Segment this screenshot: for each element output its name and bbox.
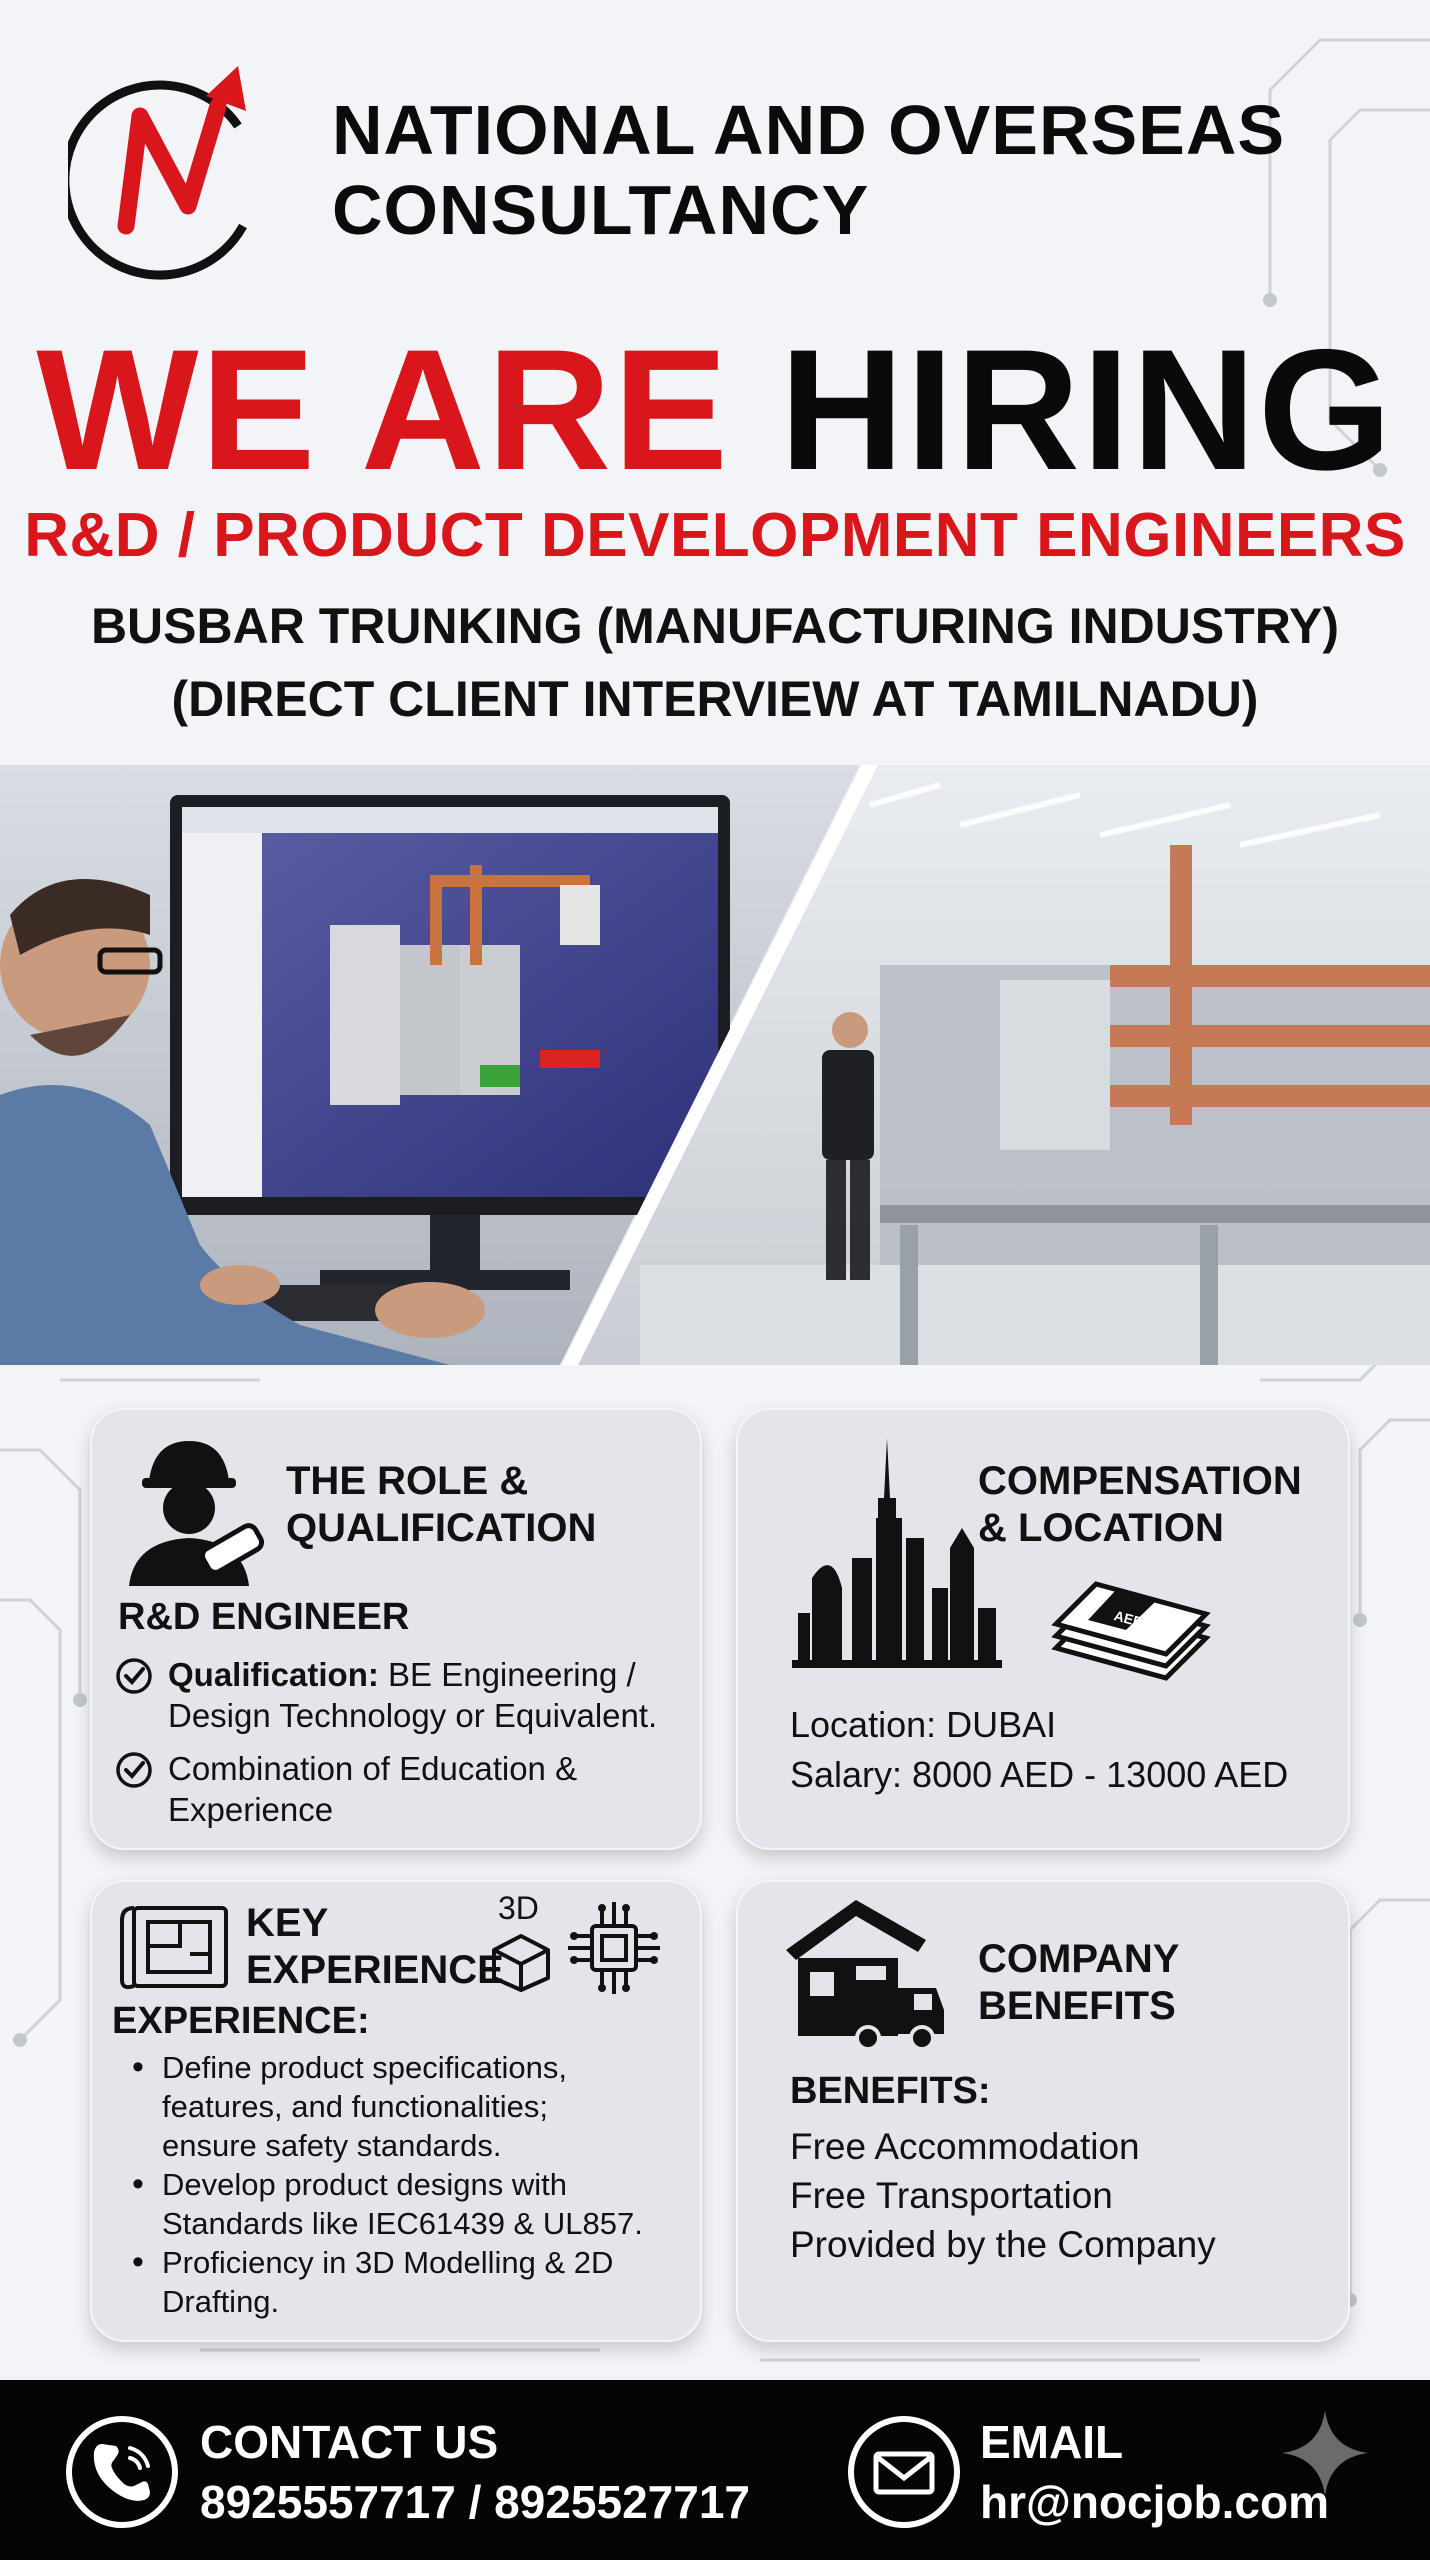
benefit-item: Free Transportation (790, 2175, 1113, 2216)
qualification-value-1: BE Engineering / (388, 1656, 636, 1693)
experience-list: Define product specifications, features,… (126, 2048, 682, 2321)
combination-item: Combination of Education & Experience (114, 1748, 577, 1830)
benefit-item: Provided by the Company (790, 2224, 1216, 2265)
experience-item-line: Define product specifications, (162, 2050, 567, 2085)
factory-engineer (822, 1012, 874, 1280)
qualification-label: Qualification: (168, 1656, 379, 1693)
role-card-title: THE ROLE & QUALIFICATION (286, 1458, 596, 1552)
headline-part2: HIRING (779, 314, 1394, 506)
role-card-title-line2: QUALIFICATION (286, 1506, 597, 1550)
headline-part1: WE ARE (36, 314, 730, 506)
location-text: Location: DUBAI (790, 1704, 1057, 1745)
benefits-list: Free Accommodation Free Transportation P… (790, 2122, 1216, 2269)
experience-heading: EXPERIENCE: (112, 2000, 370, 2042)
benefits-card-title-line1: COMPANY (978, 1937, 1180, 1981)
experience-item-line: Proficiency in 3D Modelling & 2D (162, 2245, 614, 2280)
sparkle-icon (1282, 2410, 1368, 2496)
experience-item-line: Drafting. (162, 2284, 280, 2319)
cash-icon: AED (1051, 1581, 1211, 1681)
salary-text: Salary: 8000 AED - 13000 AED (790, 1754, 1289, 1795)
city-skyline-icon (792, 1438, 1002, 1668)
busbar-rig (880, 845, 1430, 1365)
experience-item-line: features, and functionalities; (162, 2089, 549, 2124)
experience-card: KEY EXPERIENCE 3D EXPERIENCE: Define pro… (90, 1880, 702, 2342)
check-icon (116, 1752, 152, 1788)
experience-card-title: KEY EXPERIENCE (246, 1900, 504, 1994)
experience-card-title-line1: KEY (246, 1901, 329, 1945)
experience-item: Proficiency in 3D Modelling & 2D Draftin… (126, 2243, 682, 2321)
combination-line1: Combination of Education & (168, 1750, 578, 1787)
chip-icon (568, 1902, 660, 1994)
qualification-value-2: Design Technology or Equivalent. (168, 1697, 658, 1734)
benefits-card: COMPANY BENEFITS BENEFITS: Free Accommod… (736, 1880, 1350, 2342)
hero-photo (0, 765, 1430, 1365)
role-card-title-line1: THE ROLE & (286, 1459, 529, 1503)
header: NATIONAL AND OVERSEAS CONSULTANCY (60, 50, 1380, 290)
experience-card-title-line2: EXPERIENCE (246, 1948, 504, 1992)
compensation-card-title-line2: & LOCATION (978, 1506, 1224, 1550)
email-label: EMAIL (980, 2416, 1124, 2468)
experience-item: Develop product designs with Standards l… (126, 2165, 682, 2243)
benefits-card-title: COMPANY BENEFITS (978, 1936, 1179, 2030)
brand-name: NATIONAL AND OVERSEAS CONSULTANCY (332, 90, 1382, 250)
qualification-item: Qualification: BE Engineering / Design T… (114, 1654, 657, 1736)
compensation-card-title-line1: COMPENSATION (978, 1459, 1302, 1503)
check-icon (116, 1658, 152, 1694)
cad-model (330, 865, 600, 1105)
compensation-card-title: COMPENSATION & LOCATION (978, 1458, 1302, 1552)
brand-name-line1: NATIONAL AND OVERSEAS (332, 91, 1286, 169)
position-name: R&D ENGINEER (118, 1596, 410, 1638)
email-address[interactable]: hr@nocjob.com (980, 2476, 1329, 2528)
engineer-at-desk (0, 879, 485, 1365)
headline: WE ARE HIRING (0, 320, 1430, 500)
engineer-icon (129, 1441, 264, 1586)
house-truck-icon (786, 1900, 944, 2050)
brand-logo-icon (68, 66, 247, 280)
cube-3d-icon (492, 1934, 550, 1992)
envelope-icon[interactable] (848, 2416, 960, 2528)
subtitle-industry: BUSBAR TRUNKING (MANUFACTURING INDUSTRY) (90, 598, 1340, 654)
contact-phone[interactable]: 8925557717 / 8925527717 (200, 2476, 751, 2528)
phone-icon[interactable] (66, 2416, 178, 2528)
experience-item-line: Standards like IEC61439 & UL857. (162, 2206, 643, 2241)
experience-item-line: ensure safety standards. (162, 2128, 502, 2163)
blueprint-icon (120, 1906, 228, 1990)
benefits-heading: BENEFITS: (790, 2070, 991, 2112)
combination-line2: Experience (168, 1791, 334, 1828)
role-card: THE ROLE & QUALIFICATION R&D ENGINEER Qu… (90, 1408, 702, 1850)
benefit-item: Free Accommodation (790, 2126, 1140, 2167)
brand-name-line2: CONSULTANCY (332, 171, 870, 249)
benefits-card-title-line2: BENEFITS (978, 1984, 1176, 2028)
subtitle-interview: (DIRECT CLIENT INTERVIEW AT TAMILNADU) (171, 671, 1259, 727)
compensation-card: AED COMPENSATION & LOCATION Location: DU… (736, 1408, 1350, 1850)
footer: CONTACT US 8925557717 / 8925527717 EMAIL… (0, 2380, 1430, 2560)
experience-item: Define product specifications, features,… (126, 2048, 682, 2165)
experience-item-line: Develop product designs with (162, 2167, 567, 2202)
role-title: R&D / PRODUCT DEVELOPMENT ENGINEERS (24, 501, 1406, 570)
contact-label: CONTACT US (200, 2416, 499, 2468)
cash-label: AED (1112, 1607, 1145, 1630)
badge-3d: 3D (498, 1890, 539, 1926)
